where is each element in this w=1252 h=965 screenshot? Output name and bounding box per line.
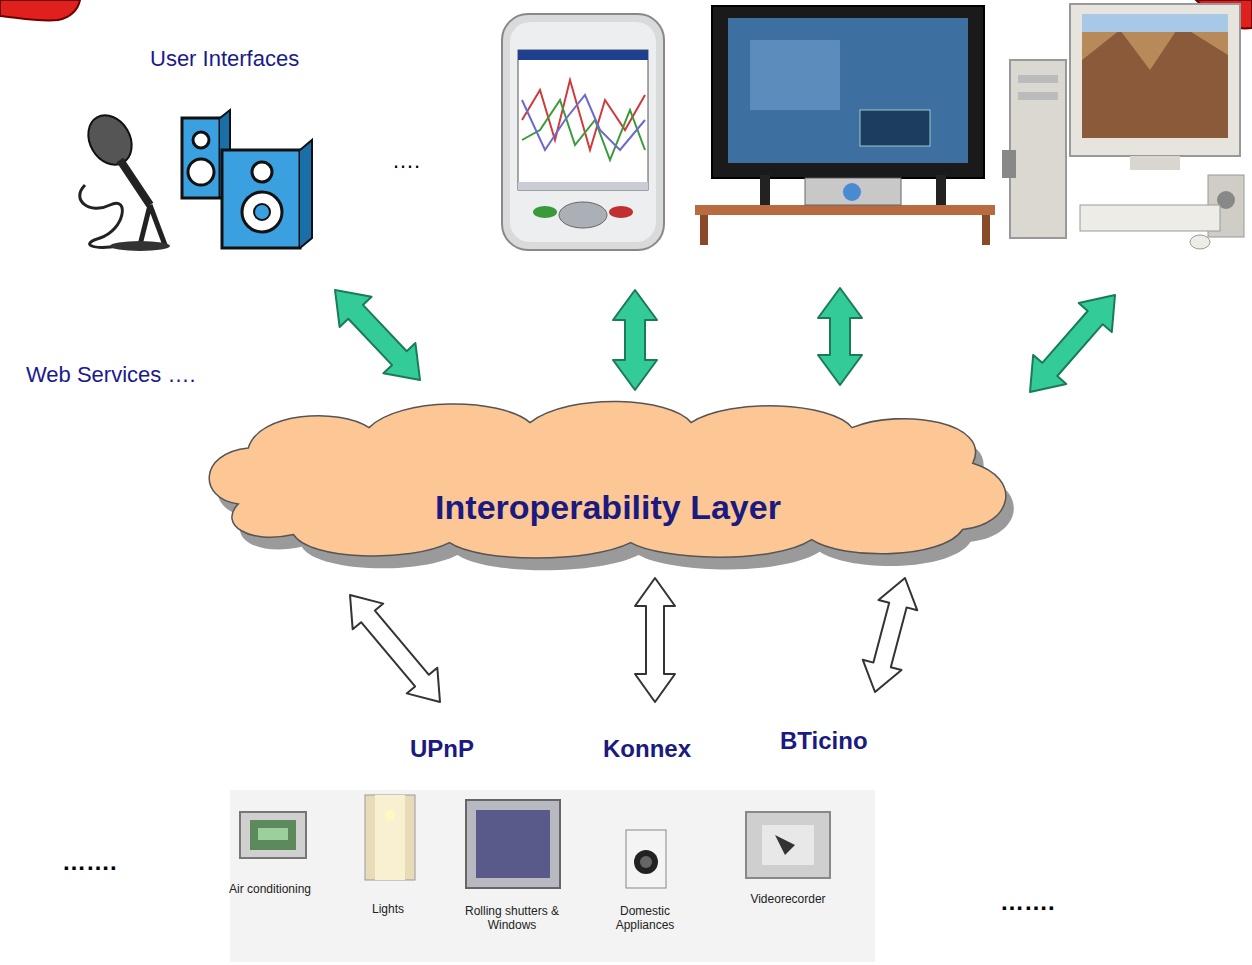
- microphone-icon: [80, 107, 170, 251]
- double-arrow: [863, 578, 917, 692]
- section-label: Web Services ….: [26, 362, 196, 387]
- appliance-caption: Videorecorder: [738, 893, 838, 907]
- ellipsis: …….: [62, 848, 117, 876]
- double-arrow: [818, 288, 862, 385]
- air-conditioning-icon: [240, 812, 306, 858]
- double-arrow: [335, 290, 420, 380]
- title-fragment: [0, 0, 80, 21]
- appliance-caption: Lights: [353, 903, 423, 917]
- double-arrow: [1030, 295, 1115, 392]
- pc-icon: [1002, 4, 1244, 249]
- speaker-icon: [182, 110, 312, 248]
- videorecorder-icon: [746, 812, 830, 878]
- double-arrow: [635, 578, 675, 702]
- cloud-layer: Interoperability Layer: [198, 392, 1018, 560]
- cloud-shape: [198, 392, 1018, 560]
- lights-icon: [365, 795, 415, 880]
- domestic-appliance-icon: [626, 830, 666, 888]
- appliance-panel: [230, 790, 875, 962]
- ellipsis: …….: [1000, 888, 1055, 916]
- appliance-caption: Domestic Appliances: [600, 905, 690, 933]
- rolling-shutters-icon: [466, 800, 560, 888]
- appliance-caption: Rolling shutters & Windows: [457, 905, 567, 933]
- double-arrow: [350, 595, 440, 702]
- section-label: User Interfaces: [150, 46, 299, 71]
- double-arrow: [613, 290, 657, 390]
- layer-title: Interoperability Layer: [198, 392, 1018, 527]
- appliance-caption: Air conditioning: [228, 883, 312, 897]
- tv-icon: [695, 6, 995, 245]
- protocol-label: Konnex: [603, 735, 691, 763]
- protocol-label: BTicino: [780, 727, 868, 755]
- protocol-label: UPnP: [410, 735, 474, 763]
- pda-icon: [502, 14, 664, 250]
- ellipsis: ….: [392, 148, 420, 173]
